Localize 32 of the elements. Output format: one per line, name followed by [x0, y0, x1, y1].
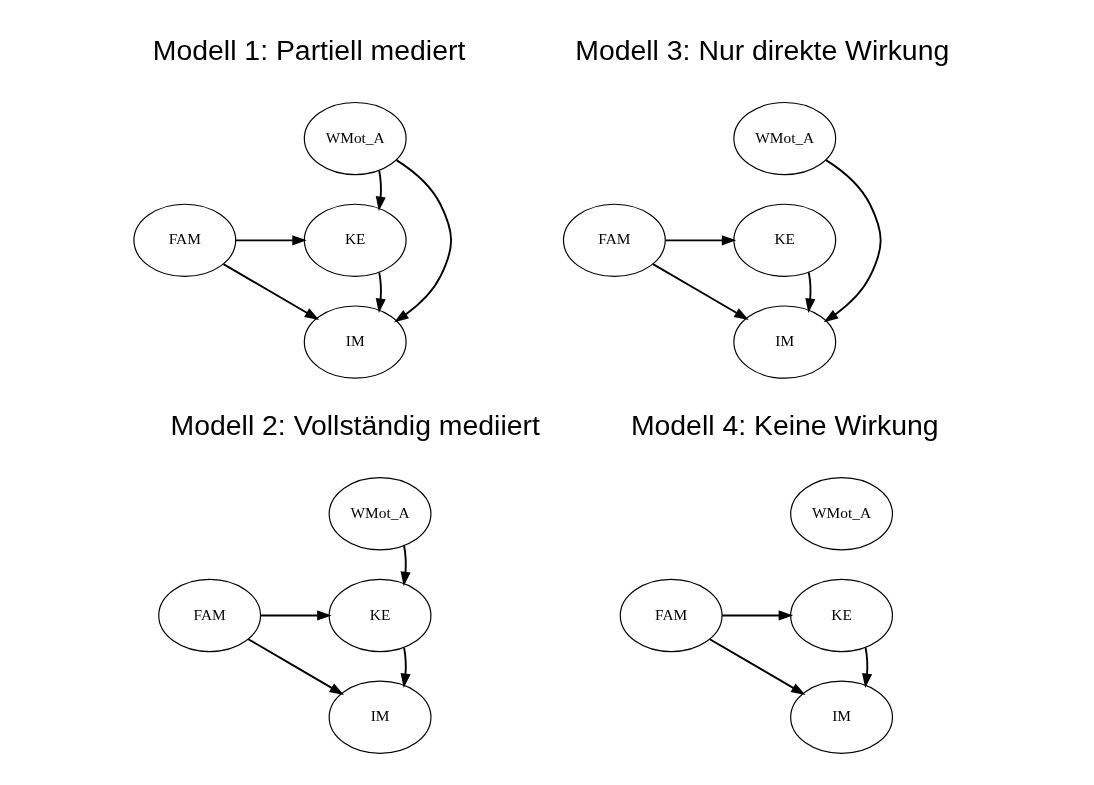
- arrow: [375, 271, 386, 313]
- arrow: [375, 169, 386, 211]
- node-ellipse: WMot_A: [732, 101, 836, 175]
- arrow: [708, 637, 806, 695]
- node-ellipse: FAM: [562, 203, 666, 277]
- arrow: [400, 544, 411, 586]
- node-ellipse: FAM: [132, 203, 236, 277]
- arrow: [804, 271, 815, 313]
- arrow: [246, 637, 344, 695]
- arrow: [651, 262, 749, 320]
- arrow: [393, 158, 452, 322]
- arrow: [234, 234, 307, 245]
- node-ellipse: KE: [328, 578, 432, 652]
- node-ellipse: KE: [789, 578, 893, 652]
- label: Modell 2: Vollständig mediiert: [170, 408, 540, 441]
- label: Modell 3: Nur direkte Wirkung: [574, 33, 949, 66]
- node-ellipse: FAM: [157, 578, 261, 652]
- arrow: [400, 646, 411, 688]
- node-ellipse: WMot_A: [303, 101, 407, 175]
- arrow: [663, 234, 736, 245]
- node-ellipse: WMot_A: [328, 476, 432, 550]
- node-ellipse: WMot_A: [789, 476, 893, 550]
- node-ellipse: FAM: [619, 578, 723, 652]
- arrow: [861, 646, 872, 688]
- label: Modell 4: Keine Wirkung: [630, 408, 939, 441]
- arrow: [222, 262, 319, 320]
- node-ellipse: KE: [732, 203, 836, 277]
- label: Modell 1: Partiell mediert: [152, 33, 465, 66]
- node-ellipse: KE: [303, 203, 407, 277]
- arrow: [259, 609, 332, 621]
- arrow: [720, 609, 793, 621]
- arrow: [823, 158, 882, 322]
